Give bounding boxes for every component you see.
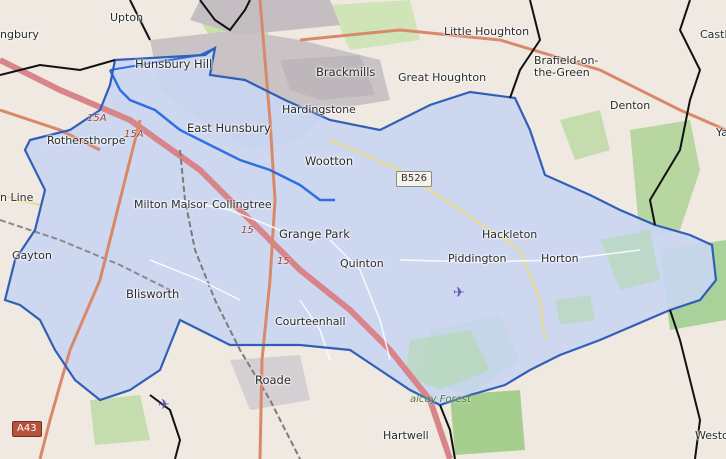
place-grange-park: Grange Park xyxy=(279,227,350,241)
place-blisworth: Blisworth xyxy=(126,287,180,301)
place-rothersthorpe: Rothersthorpe xyxy=(47,134,126,147)
place-hackleton: Hackleton xyxy=(482,228,538,241)
place-brafield-on-the-green: Brafield-on- the-Green xyxy=(534,54,599,79)
place-upton: Upton xyxy=(110,11,144,24)
place-wootton: Wootton xyxy=(305,154,354,168)
parish-boundaries xyxy=(0,0,702,459)
minor-roads xyxy=(149,199,641,361)
place-milton-malsor: Milton Malsor xyxy=(134,198,208,211)
forest-label: alcey Forest xyxy=(410,394,471,405)
inner-green xyxy=(405,230,660,390)
road-shield-a43: A43 xyxy=(12,421,42,437)
place-partial-westo: Westo xyxy=(695,429,726,442)
place-gayton: Gayton xyxy=(12,249,52,262)
place-horton: Horton xyxy=(541,252,579,265)
river-branch xyxy=(109,47,216,71)
junction-15a-label-2: 15A xyxy=(124,129,144,140)
motorway xyxy=(0,57,453,459)
place-hunsbury-hill: Hunsbury Hill xyxy=(135,57,213,71)
place-partial-line: n Line xyxy=(0,191,34,204)
place-great-houghton: Great Houghton xyxy=(398,71,487,84)
place-hartwell: Hartwell xyxy=(383,429,429,442)
junction-15a-label: 15A xyxy=(87,113,107,124)
place-partial-ya: Ya xyxy=(716,126,726,139)
place-brackmills: Brackmills xyxy=(316,65,376,79)
place-little-houghton: Little Houghton xyxy=(444,25,530,38)
area-boundary-line xyxy=(3,45,718,407)
road-shield-b526: B526 xyxy=(396,171,432,187)
airport-icon: ✈ xyxy=(453,285,465,301)
place-piddington: Piddington xyxy=(448,252,507,265)
junction-15-label-2: 15 xyxy=(277,256,290,267)
secondary-roads xyxy=(0,138,547,341)
place-partial-castle: Castl xyxy=(700,28,726,41)
place-partial-ngbury: ngbury xyxy=(0,28,39,41)
place-east-hunsbury: East Hunsbury xyxy=(187,121,271,135)
place-hardingstone: Hardingstone xyxy=(282,103,356,116)
place-collingtree: Collingtree xyxy=(212,198,272,211)
railway xyxy=(179,149,301,459)
area-boundary-fill xyxy=(5,48,716,405)
railway-2 xyxy=(0,219,171,291)
river xyxy=(108,69,335,202)
place-denton: Denton xyxy=(610,99,651,112)
junction-15-label: 15 xyxy=(241,225,254,236)
airport-icon-2: ✈ xyxy=(158,397,170,413)
place-quinton: Quinton xyxy=(340,257,384,270)
place-courteenhall: Courteenhall xyxy=(275,315,346,328)
place-roade: Roade xyxy=(255,373,291,387)
